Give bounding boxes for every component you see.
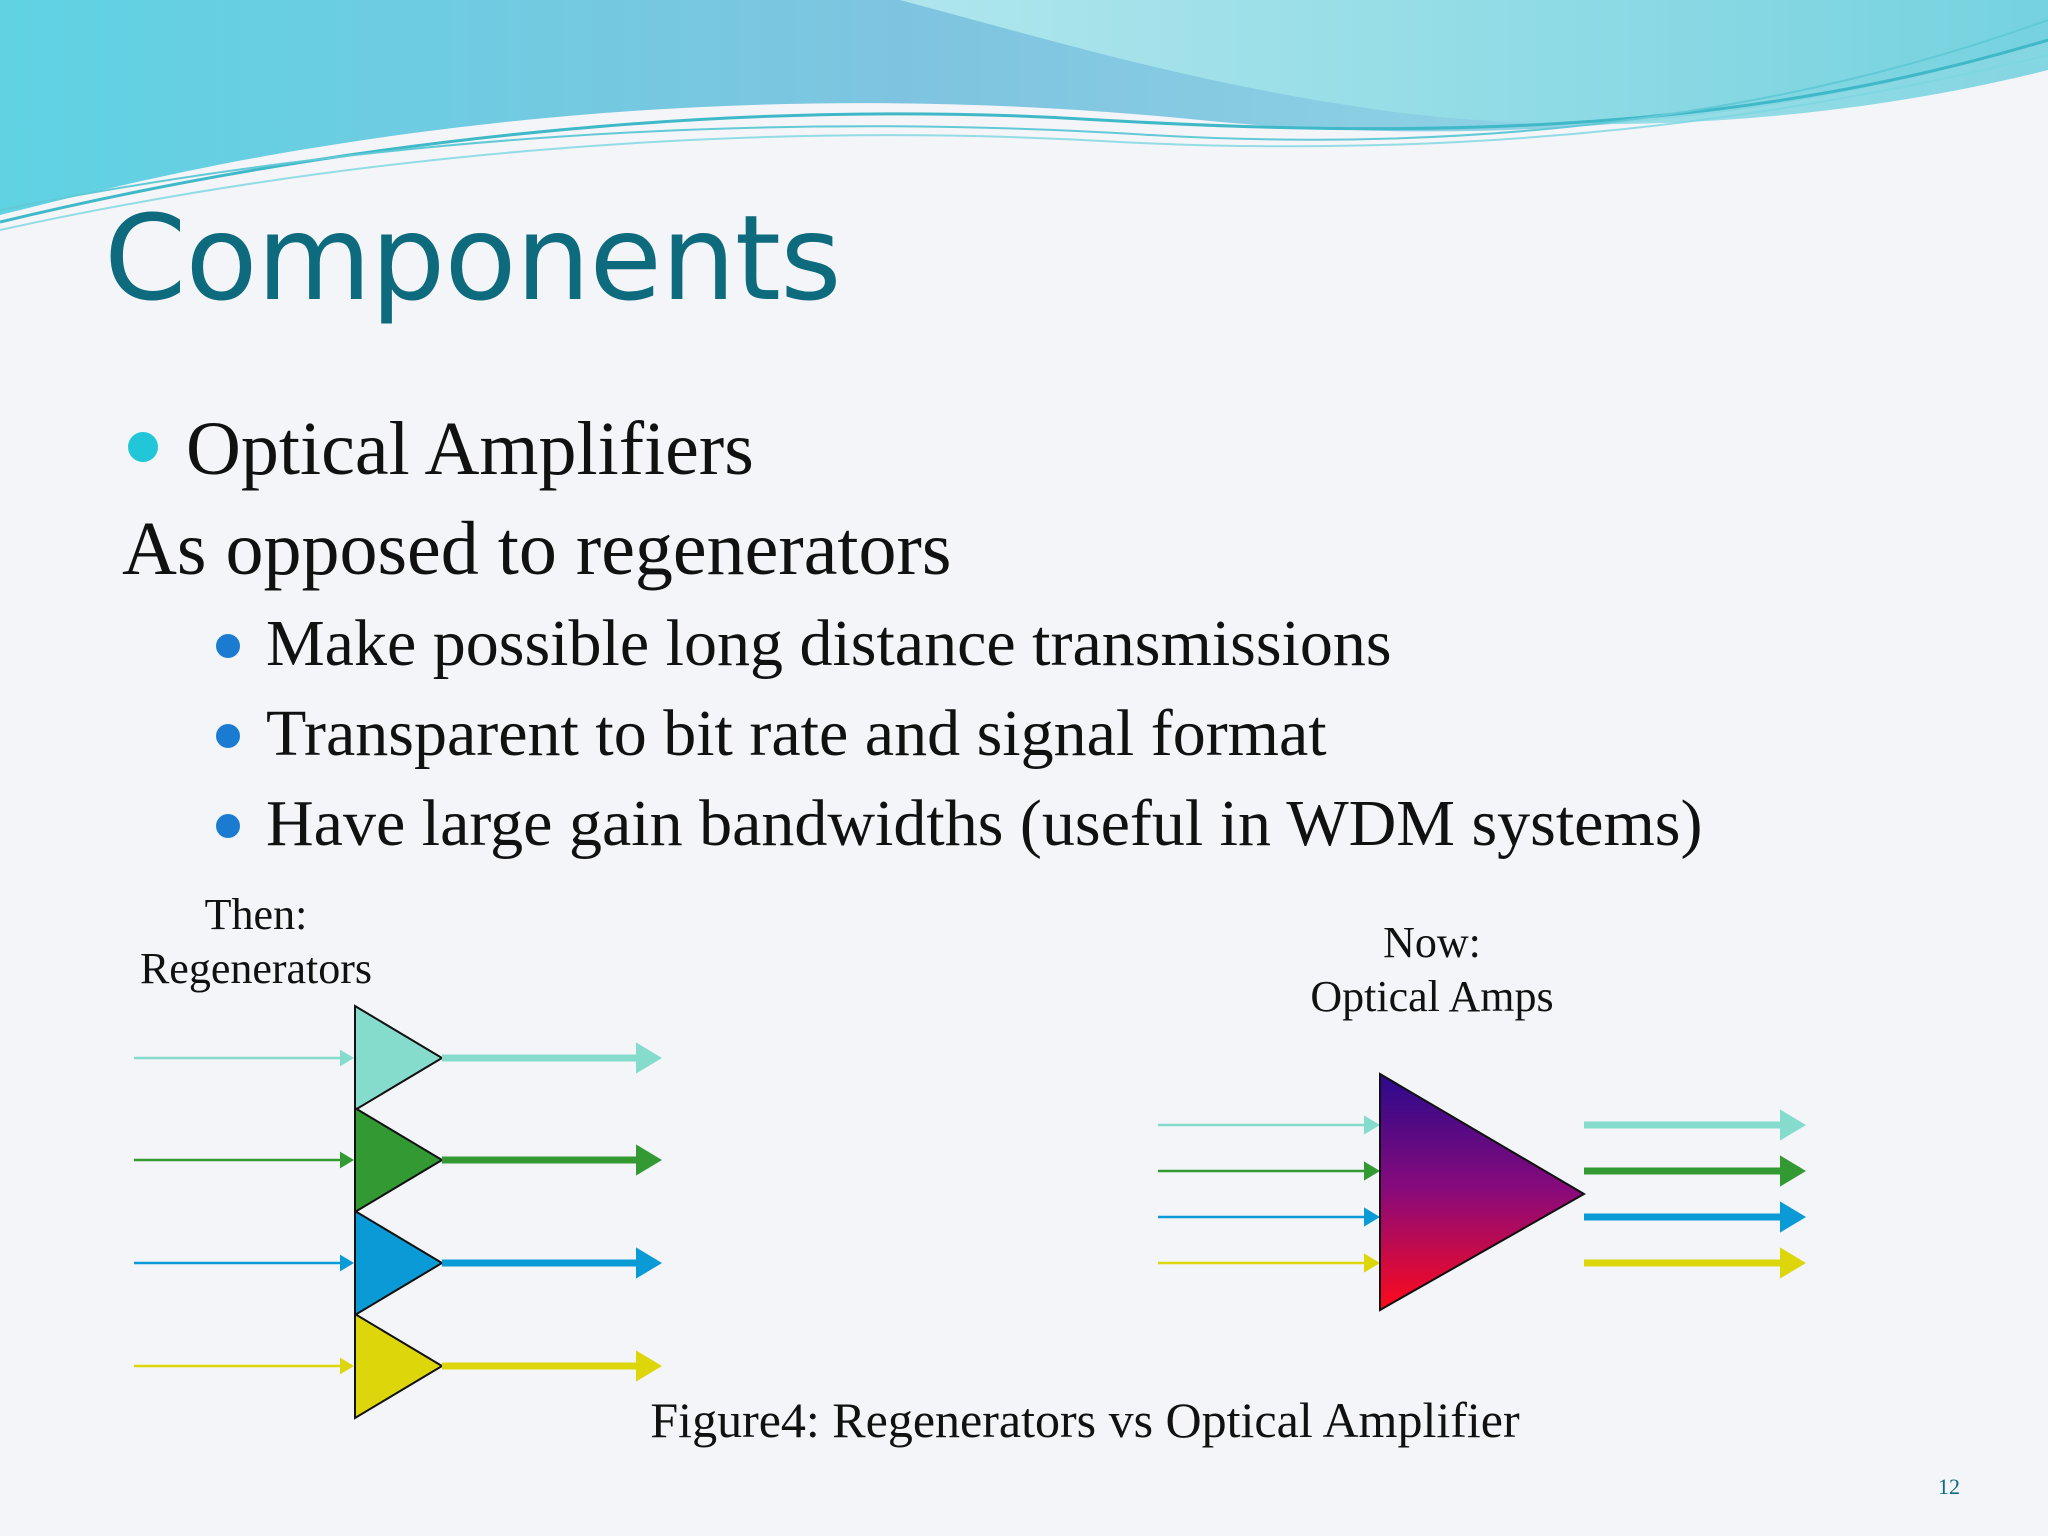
subheading-line: As opposed to regenerators bbox=[122, 507, 952, 591]
bullet-dot-icon bbox=[216, 724, 240, 748]
then-label-line2: Regenerators bbox=[139, 944, 373, 993]
then-label-line1: Then: bbox=[204, 890, 308, 939]
input-signal-arrow-2 bbox=[134, 1151, 354, 1169]
sub-bullet-3: Have large gain bandwidths (useful in WD… bbox=[266, 787, 1703, 860]
sub-bullet-2: Transparent to bit rate and signal forma… bbox=[266, 697, 1327, 770]
output-signal-arrow-2 bbox=[442, 1144, 662, 1176]
input-signal-arrow-3-head bbox=[340, 1254, 354, 1272]
amp-output-arrow-1 bbox=[1584, 1109, 1806, 1141]
regenerator-triangle-4 bbox=[354, 1312, 444, 1420]
slide-title: Components bbox=[104, 189, 842, 327]
amp-input-arrow-3 bbox=[1158, 1207, 1380, 1227]
amp-input-arrow-3-head bbox=[1364, 1207, 1380, 1227]
amp-input-arrow-2-head bbox=[1364, 1161, 1380, 1181]
then-label: Then: Regenerators bbox=[106, 888, 406, 996]
regenerator-triangle-2 bbox=[354, 1106, 444, 1214]
input-signal-arrow-4-head bbox=[340, 1357, 354, 1375]
input-signal-arrow-1 bbox=[134, 1049, 354, 1067]
bullet-dot-icon bbox=[128, 432, 158, 462]
amp-output-arrow-4-head bbox=[1780, 1247, 1806, 1279]
amp-input-arrow-4-head bbox=[1364, 1253, 1380, 1273]
sub-bullet-1: Make possible long distance transmission… bbox=[266, 607, 1392, 680]
output-signal-arrow-1 bbox=[442, 1042, 662, 1074]
output-signal-arrow-1-head bbox=[636, 1042, 662, 1074]
output-signal-arrow-3 bbox=[442, 1247, 662, 1279]
page-number: 12 bbox=[1938, 1474, 1960, 1499]
now-label-line2: Optical Amps bbox=[1310, 972, 1554, 1021]
amp-input-arrow-4 bbox=[1158, 1253, 1380, 1273]
input-signal-arrow-1-head bbox=[340, 1049, 354, 1067]
amp-output-arrow-3-head bbox=[1780, 1201, 1806, 1233]
now-label-line1: Now: bbox=[1383, 918, 1481, 967]
bullet-dot-icon bbox=[216, 814, 240, 838]
output-signal-arrow-4 bbox=[442, 1350, 662, 1382]
regenerator-array bbox=[134, 1004, 662, 1420]
bullet-optical-amplifiers: Optical Amplifiers bbox=[186, 407, 754, 491]
amp-output-arrow-2-head bbox=[1780, 1155, 1806, 1187]
now-label: Now: Optical Amps bbox=[1262, 916, 1602, 1024]
amp-output-arrow-2 bbox=[1584, 1155, 1806, 1187]
output-signal-arrow-4-head bbox=[636, 1350, 662, 1382]
optical-amp-triangle bbox=[1379, 1072, 1586, 1312]
regenerator-triangle-3 bbox=[354, 1209, 444, 1317]
header-wave-decoration bbox=[0, 0, 2048, 231]
amp-input-arrow-1 bbox=[1158, 1115, 1380, 1135]
input-signal-arrow-3 bbox=[134, 1254, 354, 1272]
figure-caption: Figure4: Regenerators vs Optical Amplifi… bbox=[650, 1392, 1520, 1448]
amp-output-arrow-1-head bbox=[1780, 1109, 1806, 1141]
amp-input-arrow-1-head bbox=[1364, 1115, 1380, 1135]
output-signal-arrow-2-head bbox=[636, 1144, 662, 1176]
input-signal-arrow-2-head bbox=[340, 1151, 354, 1169]
amp-input-arrow-2 bbox=[1158, 1161, 1380, 1181]
amp-output-arrow-4 bbox=[1584, 1247, 1806, 1279]
input-signal-arrow-4 bbox=[134, 1357, 354, 1375]
optical-amp-diagram bbox=[1158, 1072, 1806, 1312]
output-signal-arrow-3-head bbox=[636, 1247, 662, 1279]
regenerator-triangle-1 bbox=[354, 1004, 444, 1112]
amp-output-arrow-3 bbox=[1584, 1201, 1806, 1233]
bullet-dot-icon bbox=[216, 634, 240, 658]
